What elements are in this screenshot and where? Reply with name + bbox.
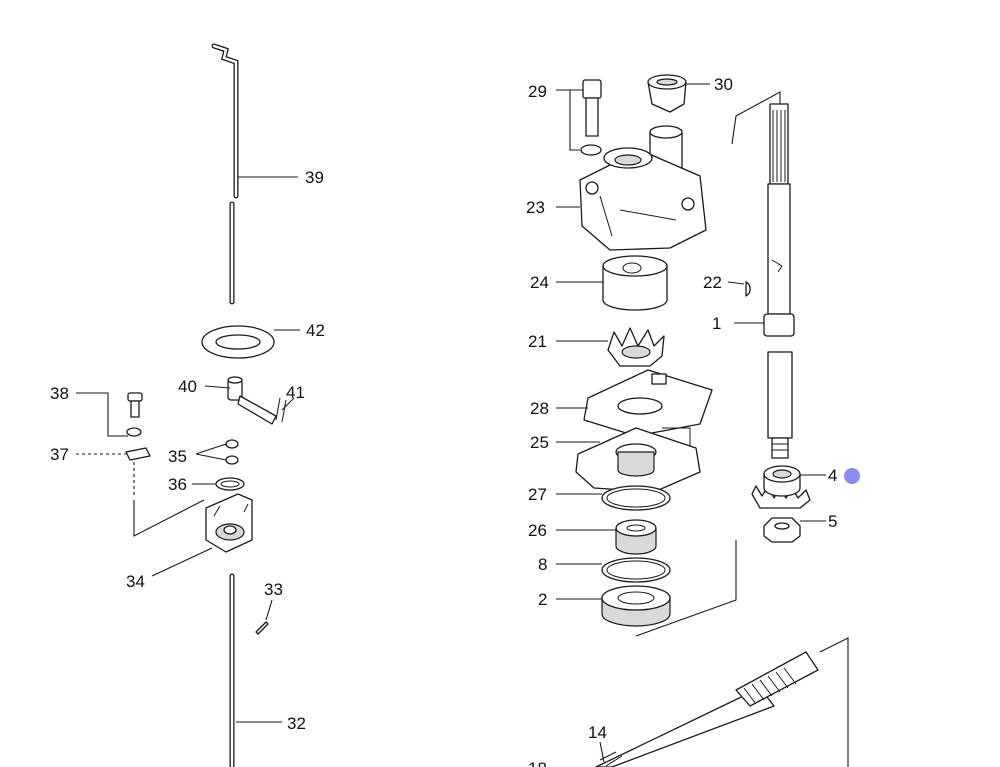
propeller-shaft xyxy=(595,651,819,767)
bracket-plate xyxy=(125,447,151,461)
callout-34: 34 xyxy=(126,572,145,591)
callout-8: 8 xyxy=(538,555,547,574)
pump-housing xyxy=(579,125,707,251)
bearing xyxy=(601,585,671,627)
shift-lever xyxy=(227,376,287,425)
callout-40: 40 xyxy=(178,377,197,396)
pump-liner xyxy=(602,255,668,311)
callout-38: 38 xyxy=(50,384,69,403)
callout-21: 21 xyxy=(528,332,547,351)
callout-26: 26 xyxy=(528,521,547,540)
pointer-marker xyxy=(844,468,860,484)
grommet-30 xyxy=(647,74,687,113)
pump-base xyxy=(575,427,701,493)
o-ring-36 xyxy=(215,477,245,491)
callout-42: 42 xyxy=(306,321,325,340)
callout-29: 29 xyxy=(528,82,547,101)
o-ring-8 xyxy=(601,557,671,583)
callout-28: 28 xyxy=(530,399,549,418)
bolt-and-washer xyxy=(126,392,143,437)
cotter-pin xyxy=(255,621,269,635)
callout-27: 27 xyxy=(528,485,547,504)
callout-32: 32 xyxy=(287,714,306,733)
drive-shaft xyxy=(763,103,795,459)
oil-seal xyxy=(615,519,657,555)
callout-25: 25 xyxy=(530,433,549,452)
callout-2: 2 xyxy=(538,590,547,609)
callout-36: 36 xyxy=(168,475,187,494)
callout-24: 24 xyxy=(530,273,549,292)
shift-rod-upper xyxy=(211,43,239,305)
callout-33: 33 xyxy=(264,580,283,599)
bolt-29 xyxy=(580,79,602,156)
callout-35: 35 xyxy=(168,447,187,466)
callout-18: 18 xyxy=(528,759,547,767)
callout-39: 39 xyxy=(305,168,324,187)
callout-4: 4 xyxy=(828,466,837,485)
callout-1: 1 xyxy=(712,314,721,333)
callout-5: 5 xyxy=(828,512,837,531)
nut xyxy=(763,517,801,543)
shift-cam-housing xyxy=(205,493,253,553)
callout-23: 23 xyxy=(526,198,545,217)
callout-37: 37 xyxy=(50,445,69,464)
o-ring-27 xyxy=(601,485,671,511)
pinion-gear xyxy=(751,465,811,509)
woodruff-key xyxy=(745,281,751,297)
impeller xyxy=(607,327,665,367)
callout-30: 30 xyxy=(714,75,733,94)
gasket-plate xyxy=(583,369,713,437)
callout-41: 41 xyxy=(286,383,305,402)
callout-22: 22 xyxy=(703,273,722,292)
grommet xyxy=(201,325,275,359)
small-washers xyxy=(225,439,239,465)
callout-14: 14 xyxy=(588,723,607,742)
